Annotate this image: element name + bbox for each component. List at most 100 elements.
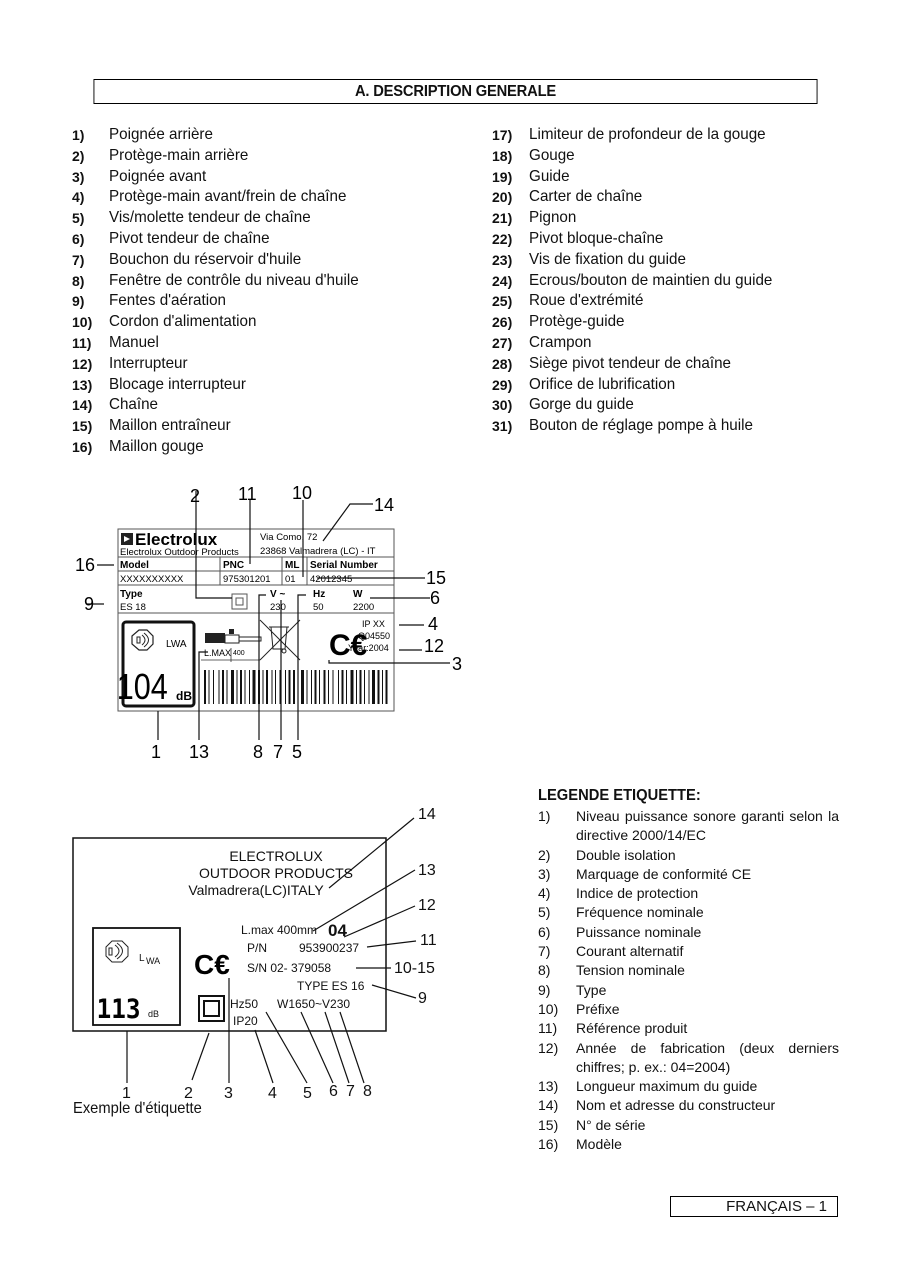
barcode-bar [356, 670, 357, 704]
part-item-label: Protège-main arrière [109, 146, 249, 164]
legend-item: 2)Double isolation [538, 846, 839, 865]
part-item-number: 17) [492, 127, 513, 143]
callout-16: 16 [75, 555, 95, 575]
type-value: ES 18 [120, 602, 146, 613]
part-item-label: Vis/molette tendeur de chaîne [109, 209, 311, 227]
barcode-bar [231, 670, 234, 704]
volt-value: 230 [270, 602, 286, 613]
legend-item-label: Référence produit [576, 1020, 688, 1037]
type-header: Type [120, 589, 143, 600]
barcode-bar [341, 670, 344, 704]
legend-item-label: Niveau puissance sonore garanti selon la… [576, 808, 839, 844]
part-item-label: Cordon d'alimentation [109, 313, 257, 331]
lmax-label: L.MAX [204, 648, 231, 658]
part-item-number: 20) [492, 189, 513, 206]
part-item-number: 25) [492, 293, 513, 310]
part-item-label: Fenêtre de contrôle du niveau d'huile [109, 271, 359, 289]
barcode-bar [288, 670, 291, 704]
part-item: 13)Blocage interrupteur [72, 375, 372, 396]
part-item-number: 26) [492, 314, 513, 331]
part-item-number: 9) [72, 293, 85, 310]
part-item-number: 14) [72, 397, 93, 414]
ip-text: IP20 [233, 1014, 258, 1028]
legend-item: 7)Courant alternatif [538, 942, 839, 961]
brand-name: Electrolux [135, 530, 218, 549]
part-item: 8)Fenêtre de contrôle du niveau d'huile [72, 271, 372, 292]
barcode-bar [338, 670, 339, 704]
part-item-number: 29) [492, 376, 513, 393]
serial-header: Serial Number [310, 560, 378, 571]
chainsaw-icon [205, 629, 262, 644]
legend-item-number: 8) [538, 962, 551, 979]
callout-3: 3 [452, 654, 462, 674]
sound-speaker-icon [105, 940, 129, 963]
electrolux-logo-icon [121, 533, 133, 545]
legend-item-label: N° de série [576, 1116, 646, 1133]
barcode-bar [208, 670, 210, 704]
ce-mark-icon: C€ [194, 949, 230, 980]
lmax-value: 400 [233, 650, 245, 657]
barcode-bar [285, 670, 286, 704]
callout-2: 2 [190, 486, 200, 506]
barcode-bar [249, 670, 250, 704]
part-item: 9)Fentes d'aération [72, 291, 372, 312]
sound-db-unit: dB [176, 689, 192, 703]
part-item: 6)Pivot tendeur de chaîne [72, 229, 372, 250]
part-item-number: 27) [492, 334, 513, 351]
part-item: 12)Interrupteur [72, 354, 372, 375]
callout-5: 5 [292, 742, 302, 762]
page-footer: FRANÇAIS – 1 [670, 1196, 838, 1217]
legend-item-label: Indice de protection [576, 885, 699, 902]
address-line-1: Via Como, 72 [260, 532, 317, 543]
figure-caption: Exemple d'étiquette [73, 1100, 202, 1117]
lwa-label: LWA [166, 639, 187, 650]
part-item-number: 7) [72, 251, 85, 268]
legend-item-label: Courant alternatif [576, 943, 684, 960]
part-item: 2)Protège-main arrière [72, 146, 372, 167]
part-item: 27)Crampon [492, 333, 785, 354]
barcode-bar [262, 670, 264, 704]
legend-item-label: Type [576, 981, 607, 998]
barcode-bar [240, 670, 242, 704]
callout-14: 14 [418, 806, 436, 823]
part-item: 21)Pignon [492, 208, 785, 229]
part-item-label: Interrupteur [109, 354, 188, 372]
legend-item-number: 14) [538, 1097, 559, 1114]
legend-item-number: 3) [538, 865, 551, 882]
model-value: XXXXXXXXXX [120, 574, 184, 585]
barcode-bar [226, 670, 228, 704]
part-item: 20)Carter de chaîne [492, 187, 785, 208]
part-item-label: Bouton de réglage pompe à huile [529, 417, 753, 435]
part-item-label: Protège-guide [529, 313, 625, 331]
legend-item-label: Fréquence nominale [576, 904, 704, 921]
part-item-number: 15) [72, 418, 93, 435]
part-item: 10) Cordon d'alimentation [72, 312, 372, 333]
serial-value: 42012345 [310, 574, 352, 585]
ml-header: ML [285, 560, 299, 571]
ml-value: 01 [285, 574, 296, 585]
part-item-number: 13) [72, 376, 93, 393]
barcode-bar [332, 670, 334, 704]
callout-7: 7 [273, 742, 283, 762]
part-item-label: Gouge [529, 146, 575, 164]
part-item-number: 10) [72, 314, 93, 331]
callout-11: 11 [420, 932, 437, 949]
part-item-label: Gorge du guide [529, 396, 634, 414]
barcode-bar [311, 670, 312, 704]
part-item: 30)Gorge du guide [492, 395, 785, 416]
part-item-label: Ecrous/bouton de maintien du guide [529, 271, 773, 289]
sound-db-unit: dB [148, 1009, 159, 1019]
part-item-label: Guide [529, 167, 570, 185]
part-item-label: Vis de fixation du guide [529, 250, 686, 268]
callout-9: 9 [418, 990, 427, 1007]
callout-13: 13 [189, 742, 209, 762]
legend-item-label: Puissance nominale [576, 923, 702, 940]
callout-12: 12 [424, 636, 444, 656]
part-item-number: 11) [72, 334, 92, 351]
part-item: 7)Bouchon du réservoir d'huile [72, 250, 372, 271]
legend-item: 1)Niveau puissance sonore garanti selon … [538, 807, 839, 846]
part-item-number: 3) [72, 168, 85, 185]
manufacture-year: Year:2004 [348, 643, 389, 653]
part-item: 29)Orifice de lubrification [492, 375, 785, 396]
